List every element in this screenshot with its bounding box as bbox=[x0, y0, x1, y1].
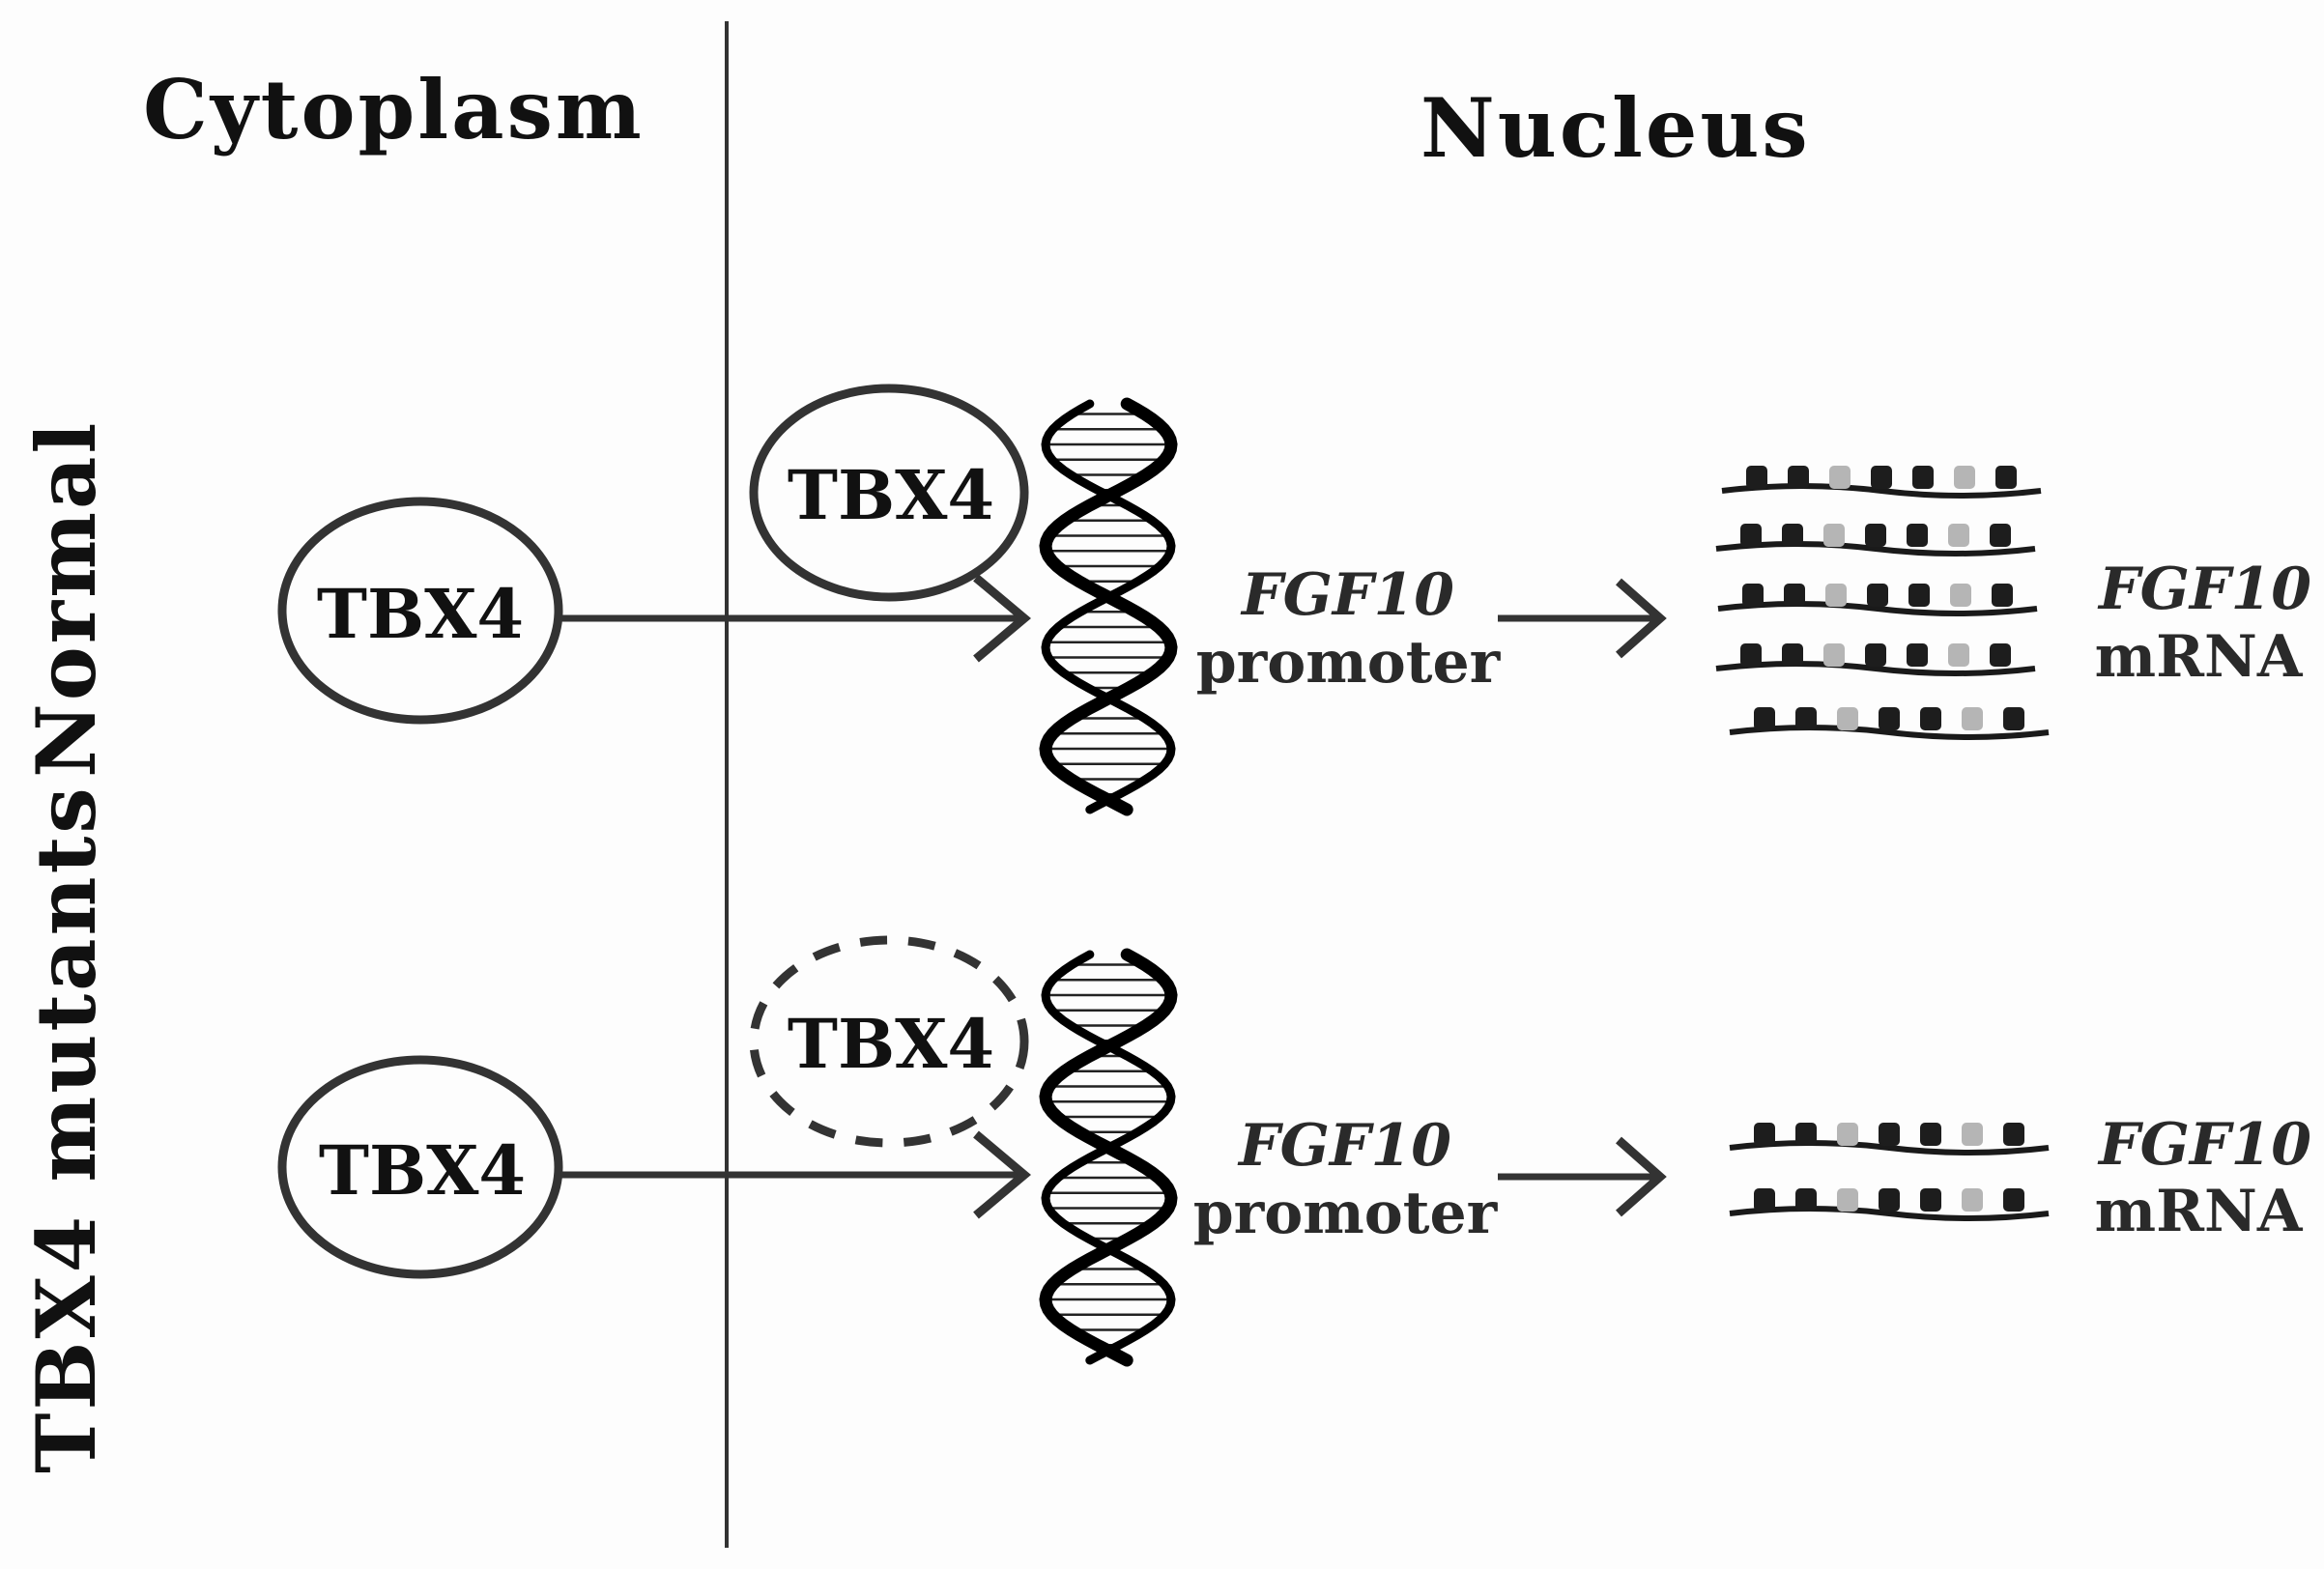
mrna-nucleotide bbox=[1823, 524, 1845, 547]
dna-strand bbox=[1039, 397, 1178, 816]
mrna-nucleotide bbox=[1950, 584, 1971, 607]
transcription-arrowhead bbox=[1616, 578, 1667, 659]
mrna-nucleotide bbox=[1879, 1188, 1900, 1212]
dna-helix-icon bbox=[1039, 948, 1178, 1367]
mrna-nucleotide bbox=[1907, 643, 1928, 667]
mrna-nucleotide bbox=[1920, 1188, 1941, 1212]
mrna-nucleotide bbox=[1912, 466, 1934, 489]
mrna-nucleotide bbox=[1742, 584, 1764, 607]
dna-helix-icon bbox=[1039, 397, 1178, 816]
mrna-nucleotide bbox=[1754, 1123, 1775, 1146]
mrna-transcripts-high bbox=[1715, 466, 2050, 740]
translocation-arrowhead bbox=[973, 1130, 1031, 1219]
mrna-nucleotide bbox=[1782, 643, 1803, 667]
mrna-nucleotide bbox=[1740, 524, 1762, 547]
nuclear-tbx4-dashed-oval bbox=[749, 935, 1029, 1148]
mrna-backbone bbox=[1729, 1140, 2050, 1155]
mrna-nucleotide bbox=[1867, 584, 1888, 607]
mrna-nucleotide bbox=[1995, 466, 2017, 489]
mrna-nucleotide bbox=[1837, 707, 1858, 730]
mrna-transcripts-low bbox=[1729, 1123, 2050, 1221]
mrna-nucleotide bbox=[1829, 466, 1851, 489]
mrna-nucleotide bbox=[1746, 466, 1767, 489]
mrna-backbone bbox=[1715, 541, 2036, 556]
mrna-nucleotide bbox=[1871, 466, 1892, 489]
mrna-nucleotide bbox=[1920, 707, 1941, 730]
dna-strand bbox=[1041, 950, 1176, 1365]
mrna-nucleotide bbox=[1962, 707, 1983, 730]
mrna-gene-label: FGF10 bbox=[2097, 556, 2311, 623]
mrna-nucleotide bbox=[1784, 584, 1805, 607]
mrna-nucleotide bbox=[1990, 524, 2011, 547]
row-label-tbx4-mutants: TBX4 mutants bbox=[18, 784, 114, 1473]
mrna-nucleotide bbox=[1962, 1123, 1983, 1146]
mrna-nucleotide bbox=[1954, 466, 1975, 489]
mrna-nucleotide bbox=[1920, 1123, 1941, 1146]
mrna-nucleotide bbox=[1990, 643, 2011, 667]
normal-row: TBX4 TBX4 FGF10 promoter FGF10 mRNA bbox=[277, 384, 2311, 816]
promoter-label: promoter bbox=[1193, 1180, 1499, 1247]
mrna-label: mRNA bbox=[2095, 623, 2304, 691]
mrna-nucleotide bbox=[2003, 707, 2024, 730]
mrna-nucleotide bbox=[1837, 1188, 1858, 1212]
mrna-backbone bbox=[1721, 483, 2042, 499]
dna-strand bbox=[1039, 948, 1178, 1367]
cytoplasm-tbx4-label: TBX4 bbox=[317, 574, 524, 654]
mrna-nucleotide bbox=[2003, 1188, 2024, 1212]
mrna-nucleotide bbox=[1992, 584, 2013, 607]
nuclear-tbx4-label: TBX4 bbox=[788, 1004, 994, 1084]
nuclear-tbx4-oval bbox=[749, 384, 1029, 602]
cytoplasm-tbx4-oval bbox=[277, 1055, 563, 1279]
mrna-nucleotide bbox=[1865, 643, 1886, 667]
mrna-gene-label: FGF10 bbox=[2097, 1111, 2311, 1179]
mrna-nucleotide bbox=[1948, 524, 1969, 547]
mrna-backbone bbox=[1715, 661, 2036, 676]
mrna-nucleotide bbox=[1823, 643, 1845, 667]
mrna-nucleotide bbox=[1907, 524, 1928, 547]
mrna-label: mRNA bbox=[2095, 1178, 2304, 1245]
cytoplasm-heading: Cytoplasm bbox=[143, 62, 645, 157]
mrna-nucleotide bbox=[1788, 466, 1809, 489]
mrna-nucleotide bbox=[1837, 1123, 1858, 1146]
mrna-nucleotide bbox=[1948, 643, 1969, 667]
mrna-nucleotide bbox=[1754, 707, 1775, 730]
nuclear-tbx4-label: TBX4 bbox=[788, 455, 994, 535]
mutant-row: TBX4 TBX4 FGF10 promoter FGF10 mRNA bbox=[277, 935, 2311, 1367]
dna-strand bbox=[1041, 399, 1176, 814]
mrna-nucleotide bbox=[1782, 524, 1803, 547]
mrna-nucleotide bbox=[1825, 584, 1847, 607]
nucleus-heading: Nucleus bbox=[1420, 80, 1811, 176]
mrna-nucleotide bbox=[1795, 1188, 1817, 1212]
mrna-nucleotide bbox=[1740, 643, 1762, 667]
translocation-arrowhead bbox=[973, 574, 1031, 663]
mrna-backbone bbox=[1729, 1206, 2050, 1221]
promoter-gene-label: FGF10 bbox=[1240, 561, 1454, 629]
promoter-gene-label: FGF10 bbox=[1237, 1112, 1451, 1180]
mrna-backbone bbox=[1717, 601, 2038, 616]
mrna-nucleotide bbox=[1962, 1188, 1983, 1212]
mrna-nucleotide bbox=[2003, 1123, 2024, 1146]
mrna-nucleotide bbox=[1879, 1123, 1900, 1146]
mrna-nucleotide bbox=[1879, 707, 1900, 730]
cytoplasm-tbx4-oval bbox=[277, 497, 563, 725]
mrna-nucleotide bbox=[1865, 524, 1886, 547]
mrna-nucleotide bbox=[1795, 707, 1817, 730]
row-label-normal: Normal bbox=[18, 420, 114, 778]
transcription-arrowhead bbox=[1616, 1136, 1667, 1217]
promoter-label: promoter bbox=[1196, 629, 1502, 697]
mrna-nucleotide bbox=[1795, 1123, 1817, 1146]
mrna-backbone bbox=[1729, 725, 2050, 740]
mrna-nucleotide bbox=[1754, 1188, 1775, 1212]
mrna-nucleotide bbox=[1908, 584, 1930, 607]
cytoplasm-tbx4-label: TBX4 bbox=[319, 1130, 526, 1211]
